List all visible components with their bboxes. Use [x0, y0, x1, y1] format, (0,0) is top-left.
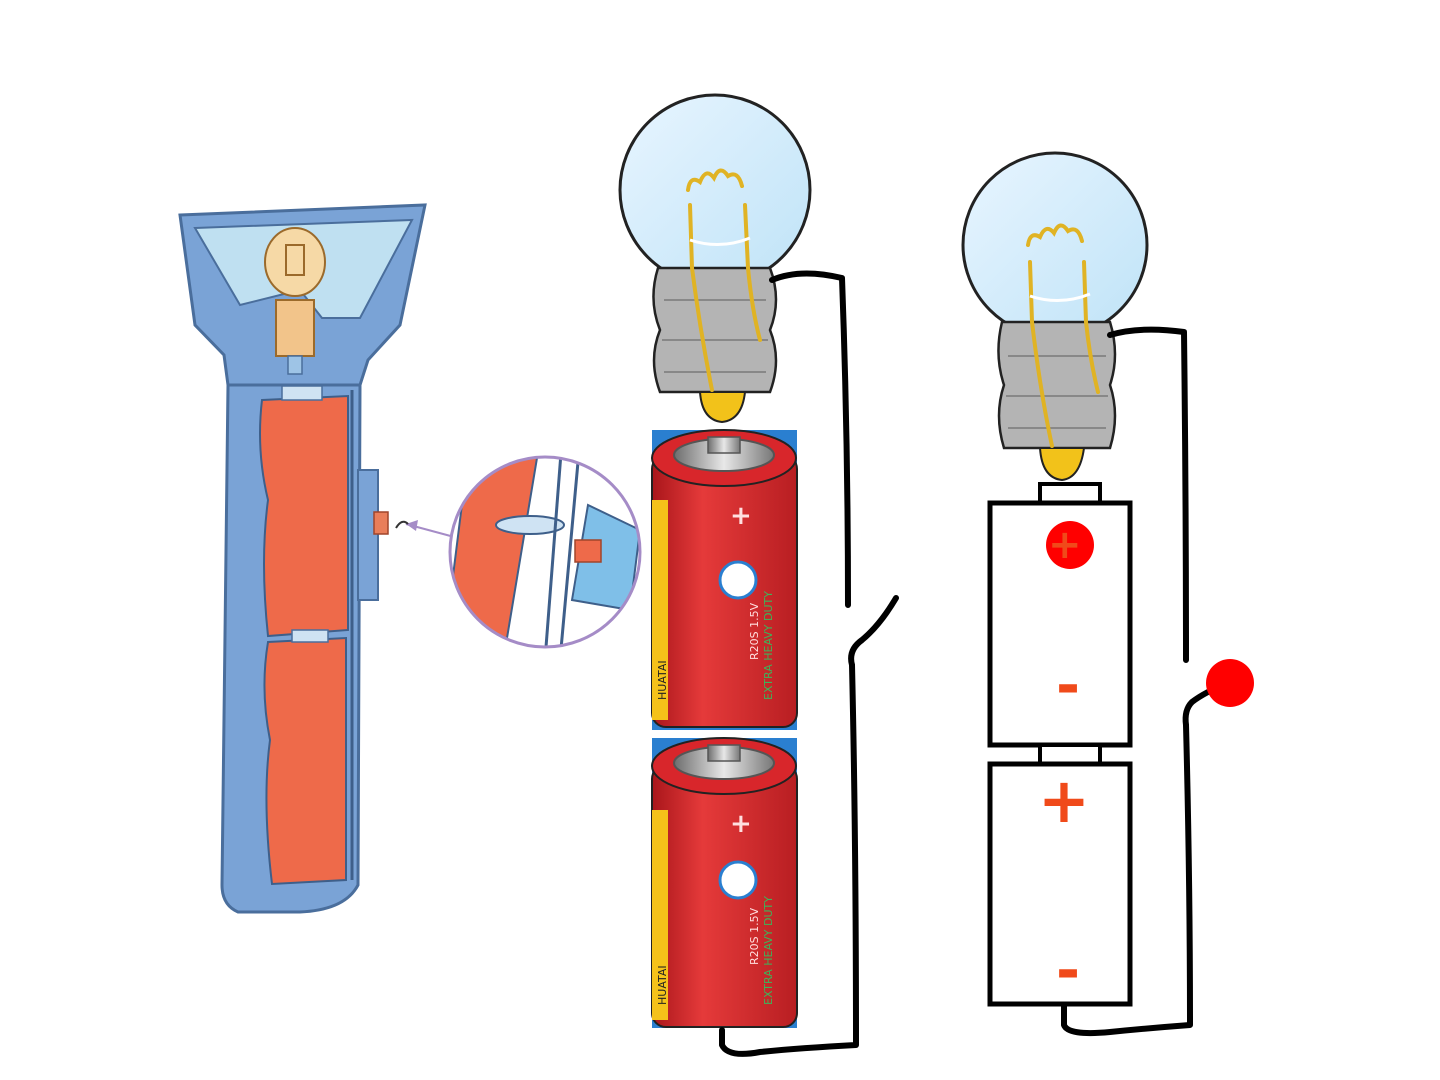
bulb-tip: [700, 392, 745, 422]
schematic-cell-upper: + -: [990, 484, 1130, 745]
flashlight-cutaway-icon: [180, 205, 425, 912]
magnifier-arrow: [396, 520, 458, 538]
bulb-tip: [1040, 448, 1084, 480]
switch-terminal-dot: [1206, 659, 1254, 707]
flashlight-bulb-base: [276, 300, 314, 356]
flashlight-bulb: [265, 228, 325, 296]
battery-jacket: [652, 765, 797, 1027]
flashlight-battery-lower: [264, 638, 346, 884]
battery-model: R20S 1.5V: [748, 602, 761, 660]
dry-cell-battery-icon: + R20S 1.5V EXTRA HEAVY DUTY HUATAI: [652, 430, 797, 730]
bulb-glass: [620, 95, 810, 285]
open-switch-icon: [851, 598, 896, 665]
cell-negative-sign: -: [1056, 936, 1080, 1004]
schematic-cell-lower: + -: [990, 745, 1130, 1004]
dry-cell-battery-icon: + R20S 1.5V EXTRA HEAVY DUTY HUATAI: [652, 738, 797, 1028]
battery-plus-mark: +: [730, 501, 752, 531]
bulb-glass: [963, 153, 1147, 337]
battery-brand: HUATAI: [656, 965, 669, 1005]
light-bulb-icon: [963, 153, 1147, 480]
battery-plus-mark: +: [730, 809, 752, 839]
battery-brand: HUATAI: [656, 660, 669, 700]
battery-grade: EXTRA HEAVY DUTY: [762, 591, 775, 700]
flashlight-switch-button: [374, 512, 388, 534]
battery-grade: EXTRA HEAVY DUTY: [762, 896, 775, 1005]
cell-negative-sign: -: [1056, 651, 1080, 719]
flashlight-switch-housing: [358, 470, 378, 600]
cell-positive-sign: +: [1048, 522, 1082, 568]
flashlight-battery-upper: [260, 396, 348, 636]
light-bulb-icon: [620, 95, 810, 422]
cell-positive-sign: +: [1038, 764, 1090, 837]
battery-model: R20S 1.5V: [748, 907, 761, 965]
magnified-switch-icon: [440, 440, 640, 680]
